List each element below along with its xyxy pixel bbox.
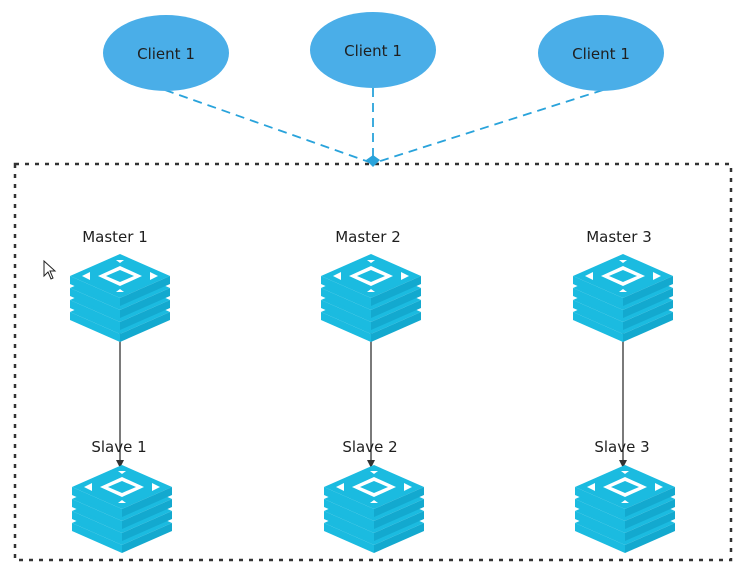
client-label: Client 1 [572,45,630,63]
database-stack-icon [573,254,673,342]
slave-label: Slave 1 [91,438,146,456]
client-connectors [164,88,604,167]
client-ellipse [310,12,436,88]
connector-junction-icon [366,155,380,167]
database-stack-icon [575,465,675,553]
master-node-2[interactable]: Master 2 [321,228,421,342]
master-label: Master 1 [82,228,148,246]
cluster-boundary [13,162,733,562]
mouse-cursor-icon [43,259,57,280]
connector-client-left [164,89,373,164]
connector-client-right [373,89,604,164]
master-node-1[interactable]: Master 1 [70,228,170,342]
client-node-3[interactable]: Client 1 [538,15,664,91]
database-stack-icon [324,465,424,553]
client-ellipse [103,15,229,91]
client-node-2[interactable]: Client 1 [310,12,436,88]
database-stack-icon [321,254,421,342]
client-label: Client 1 [344,42,402,60]
client-label: Client 1 [137,45,195,63]
database-stack-icon [70,254,170,342]
slave-node-1[interactable]: Slave 1 [72,438,172,553]
database-stack-icon [72,465,172,553]
slave-label: Slave 2 [342,438,397,456]
client-ellipse [538,15,664,91]
master-label: Master 2 [335,228,401,246]
master-label: Master 3 [586,228,652,246]
client-node-1[interactable]: Client 1 [103,15,229,91]
slave-node-3[interactable]: Slave 3 [575,438,675,553]
slave-label: Slave 3 [594,438,649,456]
slave-node-2[interactable]: Slave 2 [324,438,424,553]
master-node-3[interactable]: Master 3 [573,228,673,342]
